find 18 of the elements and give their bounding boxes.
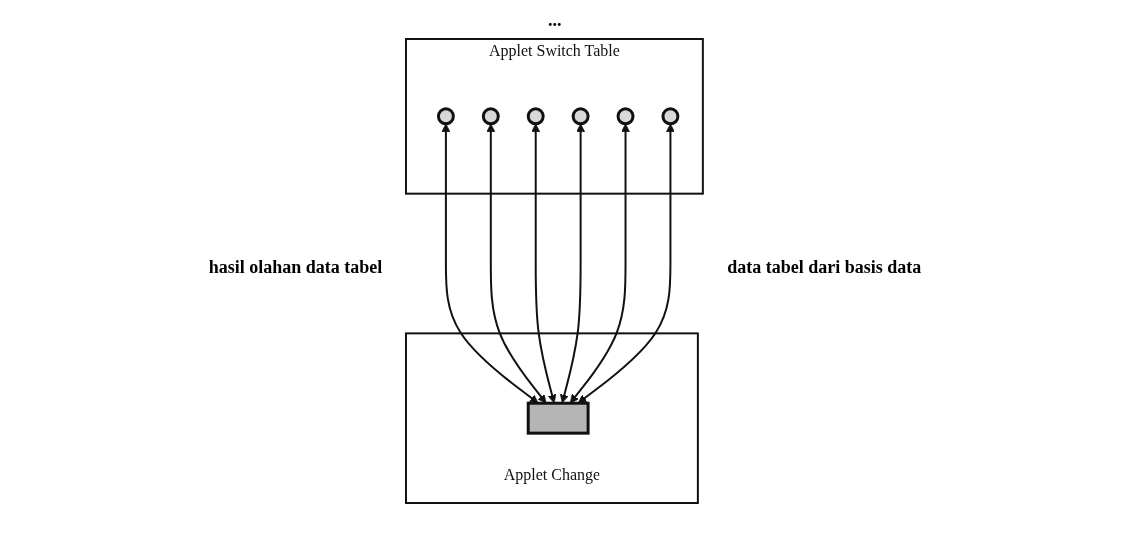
arrow — [578, 123, 676, 404]
arrow — [486, 123, 547, 404]
node-circle — [661, 107, 680, 126]
arrow — [570, 123, 631, 404]
cluster: Applet Switch Table — [405, 38, 705, 195]
arrow — [531, 123, 557, 404]
arrow — [560, 123, 586, 404]
arrow — [441, 123, 539, 404]
node-bar — [527, 401, 590, 435]
annotation-text: hasil olahan data tabel — [208, 257, 383, 277]
cluster: Applet Change — [405, 332, 700, 504]
node-circle — [571, 107, 590, 126]
node-circle — [482, 107, 501, 126]
node-circle — [437, 107, 456, 126]
node-circle — [527, 107, 545, 126]
node-circle — [616, 107, 635, 126]
ellipsis-label: ... — [548, 10, 562, 30]
annotation-text: data tabel dari basis data — [727, 257, 922, 277]
